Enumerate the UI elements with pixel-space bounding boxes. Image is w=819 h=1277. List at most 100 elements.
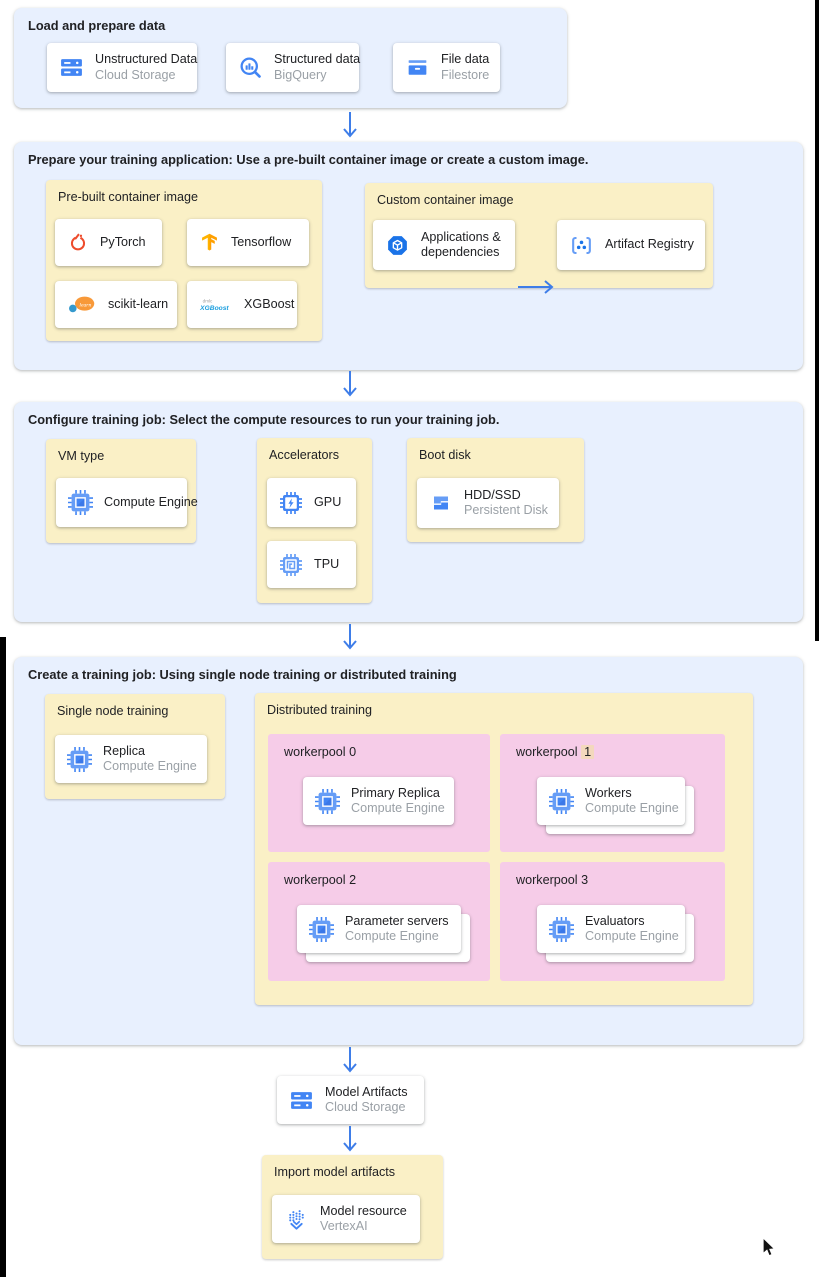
card-tensorflow: Tensorflow xyxy=(187,219,309,266)
panel-label: Accelerators xyxy=(269,448,339,462)
card-subtitle: Compute Engine xyxy=(585,801,679,815)
card-title: Parameter servers xyxy=(345,913,449,928)
card-primary-replica: Primary Replica Compute Engine xyxy=(303,777,454,825)
card-title: HDD/SSD xyxy=(464,487,521,502)
highlighted-number: 1 xyxy=(581,745,595,759)
workerpool-label: workerpool 2 xyxy=(284,873,357,887)
card-subtitle: Cloud Storage xyxy=(95,67,176,82)
panel-single-node: Single node training Replica Compute Eng… xyxy=(45,694,225,799)
card-title: scikit-learn xyxy=(108,296,169,311)
pytorch-icon xyxy=(67,232,89,254)
flow-arrow-right-icon xyxy=(518,280,554,294)
compute-engine-icon xyxy=(315,788,340,814)
section-prepare-application: Prepare your training application: Use a… xyxy=(14,142,803,370)
card-applications-dependencies: Applications & dependencies xyxy=(373,220,515,270)
panel-label: Custom container image xyxy=(377,193,514,207)
card-title: PyTorch xyxy=(100,234,146,249)
compute-engine-icon xyxy=(309,916,334,942)
workerpool-3: workerpool 3 Evaluators Compute Engine xyxy=(500,862,725,981)
card-file-data: File data Filestore xyxy=(393,43,500,92)
section-configure-job: Configure training job: Select the compu… xyxy=(14,402,803,622)
workerpool-label: workerpool 0 xyxy=(284,745,357,759)
gpu-icon xyxy=(279,491,303,515)
flow-arrow-down-icon xyxy=(343,1047,357,1073)
card-artifact-registry: Artifact Registry xyxy=(557,220,705,270)
workerpool-label: workerpool 3 xyxy=(516,873,589,887)
panel-label: Pre-built container image xyxy=(58,190,199,204)
card-subtitle: Filestore xyxy=(441,67,490,82)
svg-text:dmlc: dmlc xyxy=(203,298,213,303)
card-title: GPU xyxy=(314,494,342,509)
panel-boot-disk: Boot disk HDD/SSD Persistent Disk xyxy=(407,438,584,542)
persistent-disk-icon xyxy=(429,491,453,515)
workerpool-2: workerpool 2 Parameter servers Compute E… xyxy=(268,862,490,981)
panel-vm-type: VM type Compute Engine xyxy=(46,439,198,543)
card-evaluators: Evaluators Compute Engine xyxy=(537,905,694,962)
card-subtitle: Compute Engine xyxy=(351,801,445,815)
flow-arrow-down-icon xyxy=(343,624,357,650)
card-title: Applications & dependencies xyxy=(421,230,501,259)
compute-engine-icon xyxy=(549,916,574,942)
panel-label: Single node training xyxy=(57,704,169,718)
card-title: Model resource xyxy=(320,1203,407,1218)
panel-accelerators: Accelerators GPU TPU xyxy=(257,438,372,603)
card-subtitle: VertexAI xyxy=(320,1219,368,1233)
card-title: Tensorflow xyxy=(231,234,292,249)
card-title: Replica xyxy=(103,743,145,758)
workerpool-label: workerpool 1 xyxy=(516,745,595,759)
section-title: Configure training job: Select the compu… xyxy=(28,412,500,427)
svg-text:learn: learn xyxy=(79,302,91,308)
panel-label: Boot disk xyxy=(419,448,471,462)
section-load-data: Load and prepare data Unstructured Data … xyxy=(14,8,567,108)
flow-arrow-down-icon xyxy=(343,1126,357,1152)
compute-engine-icon xyxy=(67,746,92,772)
tpu-icon xyxy=(279,553,303,577)
compute-engine-icon xyxy=(549,788,574,814)
vertex-ai-icon xyxy=(284,1207,309,1232)
panel-label: Import model artifacts xyxy=(274,1165,396,1179)
card-title: Compute Engine xyxy=(104,494,198,509)
section-title: Load and prepare data xyxy=(28,18,166,33)
card-scikit-learn: learn scikit-learn xyxy=(55,281,177,328)
card-gpu: GPU xyxy=(267,478,356,527)
flow-arrow-down-icon xyxy=(343,112,357,138)
card-subtitle: BigQuery xyxy=(274,67,327,82)
card-model-resource: Model resource VertexAI xyxy=(272,1195,420,1243)
card-replica: Replica Compute Engine xyxy=(55,735,207,783)
card-workers: Workers Compute Engine xyxy=(537,777,694,834)
card-subtitle: Compute Engine xyxy=(585,929,679,943)
card-title: Model Artifacts xyxy=(325,1084,408,1099)
flow-arrow-down-icon xyxy=(343,371,357,397)
card-title: Unstructured Data xyxy=(95,52,198,66)
bigquery-icon xyxy=(238,55,263,80)
card-compute-engine: Compute Engine xyxy=(56,478,198,527)
screenshot-edge-artifact xyxy=(815,0,819,641)
card-title: TPU xyxy=(314,556,340,571)
card-title: XGBoost xyxy=(244,296,295,311)
card-subtitle: Cloud Storage xyxy=(325,1100,406,1114)
section-title: Create a training job: Using single node… xyxy=(28,667,457,682)
card-title: File data xyxy=(441,52,490,66)
artifact-registry-icon xyxy=(569,233,594,258)
screenshot-edge-artifact xyxy=(0,637,6,1277)
card-title: Artifact Registry xyxy=(605,237,694,252)
card-unstructured-data: Unstructured Data Cloud Storage xyxy=(47,43,197,92)
svg-text:XGBoost: XGBoost xyxy=(199,305,229,312)
card-structured-data: Structured data BigQuery xyxy=(226,43,361,92)
filestore-icon xyxy=(405,55,430,80)
card-persistent-disk: HDD/SSD Persistent Disk xyxy=(417,478,559,528)
panel-label: Distributed training xyxy=(267,703,372,717)
panel-prebuilt-container: Pre-built container image PyTorch Tensor… xyxy=(46,180,322,341)
workerpool-0: workerpool 0 Primary Replica Compute Eng… xyxy=(268,734,490,852)
panel-distributed-training: Distributed training workerpool 0 Primar… xyxy=(255,693,753,1005)
workerpool-1: workerpool 1 Workers Compute Engine xyxy=(500,734,725,852)
panel-import-model: Import model artifacts Model resource Ve… xyxy=(262,1155,443,1259)
card-title: Evaluators xyxy=(585,913,645,928)
card-title: Structured data xyxy=(274,52,361,66)
cloud-storage-icon xyxy=(59,55,84,80)
card-subtitle: Persistent Disk xyxy=(464,503,548,517)
card-title: Primary Replica xyxy=(351,785,440,800)
